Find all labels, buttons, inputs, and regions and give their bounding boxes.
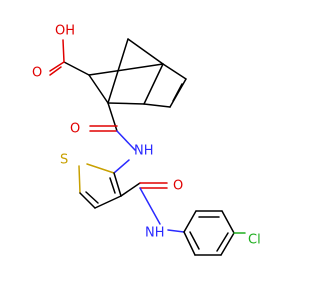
amide-oxygen-1-label: O (70, 122, 80, 137)
bond-c5-c4 (79, 192, 96, 209)
bond-c6-c7 (143, 63, 164, 105)
chlorophenyl-ring: Cl (167, 210, 261, 256)
bond-c5-c6 (162, 63, 187, 80)
bond-c1-acid-c (63, 61, 90, 76)
bond-ph-6-1 (183, 231, 196, 256)
bond-c4-c5-double-inner (172, 83, 183, 102)
bond-s-c5 (78, 165, 81, 194)
bond-c3-c2-double (113, 172, 122, 197)
chlorine-label: Cl (248, 233, 261, 248)
norbornene-ring (88, 38, 187, 108)
amide-nitrogen-1-label: NH (134, 144, 154, 159)
bond-amide2-c-n (139, 187, 161, 225)
amide-oxygen-2-label: O (173, 179, 183, 194)
bond-n2-phenyl (167, 229, 185, 233)
bond-ph-3-4 (221, 210, 235, 234)
amide-linker-2: O NH (120, 179, 183, 241)
bond-acid-c-o-double-2 (49, 66, 62, 76)
bond-c5-c4-inner (85, 191, 99, 204)
bond-ph-6-1-inner (189, 231, 200, 250)
bond-c6-c1 (88, 63, 164, 76)
bond-c2-amide1-c (107, 102, 118, 132)
bond-ph-1-2 (183, 210, 197, 233)
amide-linker-1: O NH (70, 102, 154, 159)
carboxylic-acid: OH O (32, 24, 90, 81)
bond-c2-c3 (107, 102, 145, 105)
bond-thiophene-amide2-c (120, 182, 141, 197)
bond-ph-4-5 (220, 232, 235, 256)
hydroxyl-label: OH (55, 24, 75, 39)
bond-c1-c2 (88, 74, 109, 104)
molecule-diagram: OH O O NH S O NH (32, 24, 261, 256)
bond-amide1-c-n (116, 130, 136, 151)
bond-acid-c-o-double (49, 61, 65, 72)
bond-c2-s (86, 163, 115, 174)
amide-nitrogen-2-label: NH (145, 226, 165, 241)
bond-c3-c4 (143, 103, 171, 108)
bond-c6-c8 (127, 38, 164, 65)
bond-n1-thiophene-c2 (113, 159, 130, 174)
sulfur-label: S (60, 153, 68, 168)
bond-ph-4-5-inner (216, 232, 229, 252)
acid-oxygen-label: O (32, 66, 42, 81)
bond-c4-c3 (94, 195, 122, 209)
thiophene-ring: S (60, 153, 130, 209)
bond-acid-c-oh (62, 39, 65, 63)
bond-c3-c2-double-inner (109, 177, 116, 194)
